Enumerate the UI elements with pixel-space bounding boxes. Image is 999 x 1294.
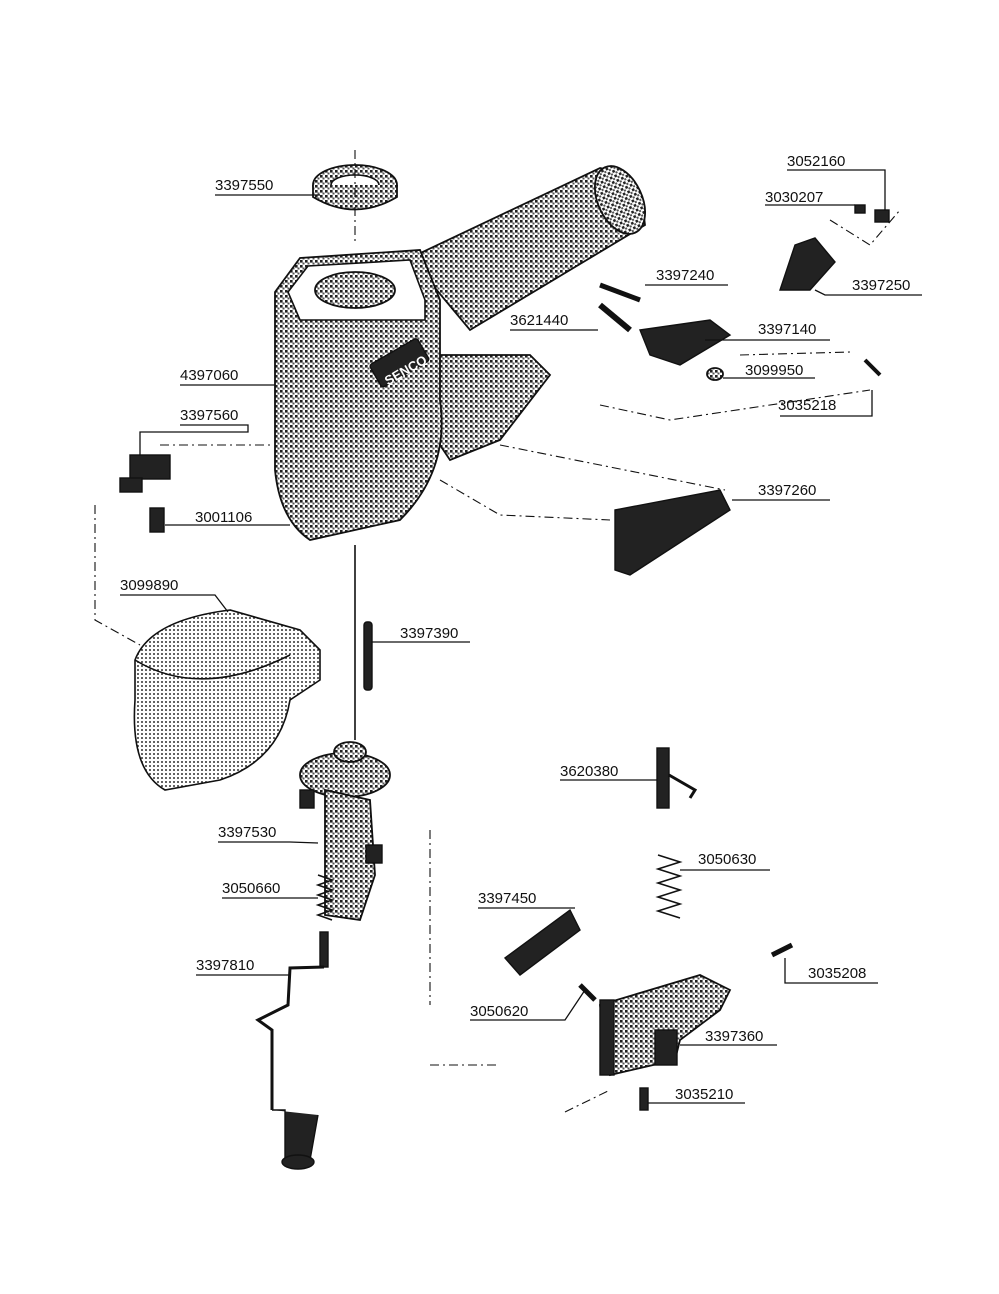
part-label-4397060: 4397060	[180, 367, 238, 384]
part-label-3621440: 3621440	[510, 312, 568, 329]
leader-lines	[120, 169, 922, 1104]
part-label-3620380: 3620380	[560, 763, 618, 780]
part-label-3397450: 3397450	[478, 890, 536, 907]
valve-drawing	[94, 444, 270, 646]
part-label-3001106: 3001106	[195, 509, 252, 526]
spring-3050620-drawing	[578, 983, 597, 1002]
part-label-3030207: 3030207	[765, 189, 823, 206]
part-label-3397550: 3397550	[215, 177, 273, 194]
plate-3397140-drawing	[639, 319, 732, 366]
housing-drawing: SENCO	[274, 165, 646, 740]
pusher-3397450-drawing	[503, 908, 581, 976]
part-label-3397140: 3397140	[758, 321, 816, 338]
guide-3397260-drawing	[439, 444, 731, 576]
part-label-3397390: 3397390	[400, 625, 458, 642]
part-label-3035210: 3035210	[675, 1086, 733, 1103]
spring-3050630-drawing	[655, 854, 683, 919]
part-label-3099890: 3099890	[120, 577, 178, 594]
part-labels: 3397550 4397060 3397560 3001106 3099890 …	[120, 153, 910, 1103]
part-label-3397530: 3397530	[218, 824, 276, 841]
part-label-3397250: 3397250	[852, 277, 910, 294]
clip-3052160-drawing	[874, 209, 890, 223]
pin-3621440-drawing	[598, 302, 632, 333]
part-label-3050620: 3050620	[470, 1003, 528, 1020]
pin-3397390-drawing	[363, 621, 373, 691]
part-label-3397260: 3397260	[758, 482, 816, 499]
part-label-3397810: 3397810	[196, 957, 254, 974]
washer-3099950-drawing	[706, 367, 724, 381]
spring-3050660-drawing	[315, 874, 335, 921]
trigger-3397250-drawing	[779, 237, 836, 291]
part-label-3397360: 3397360	[705, 1028, 763, 1045]
part-label-3050630: 3050630	[698, 851, 756, 868]
linkage-drawing	[255, 931, 329, 1170]
latch-3620380-drawing	[656, 747, 698, 809]
trigger-body-drawing	[299, 741, 391, 921]
part-label-3397560: 3397560	[180, 407, 238, 424]
pin-3035208-drawing	[770, 942, 794, 958]
housing-cap-drawing	[312, 150, 398, 245]
magazine-3397360-drawing	[429, 830, 732, 1113]
pin-3035210-drawing	[639, 1087, 649, 1111]
spring-3035218-drawing	[599, 351, 882, 421]
part-label-3099950: 3099950	[745, 362, 803, 379]
pin-3397240-drawing	[599, 282, 641, 303]
part-label-3035218: 3035218	[778, 397, 836, 414]
part-label-3035208: 3035208	[808, 965, 866, 982]
pin-3030207-drawing	[829, 204, 901, 246]
deflector-drawing	[133, 609, 321, 791]
part-label-3052160: 3052160	[787, 153, 845, 170]
part-label-3050660: 3050660	[222, 880, 280, 897]
part-label-3397240: 3397240	[656, 267, 714, 284]
